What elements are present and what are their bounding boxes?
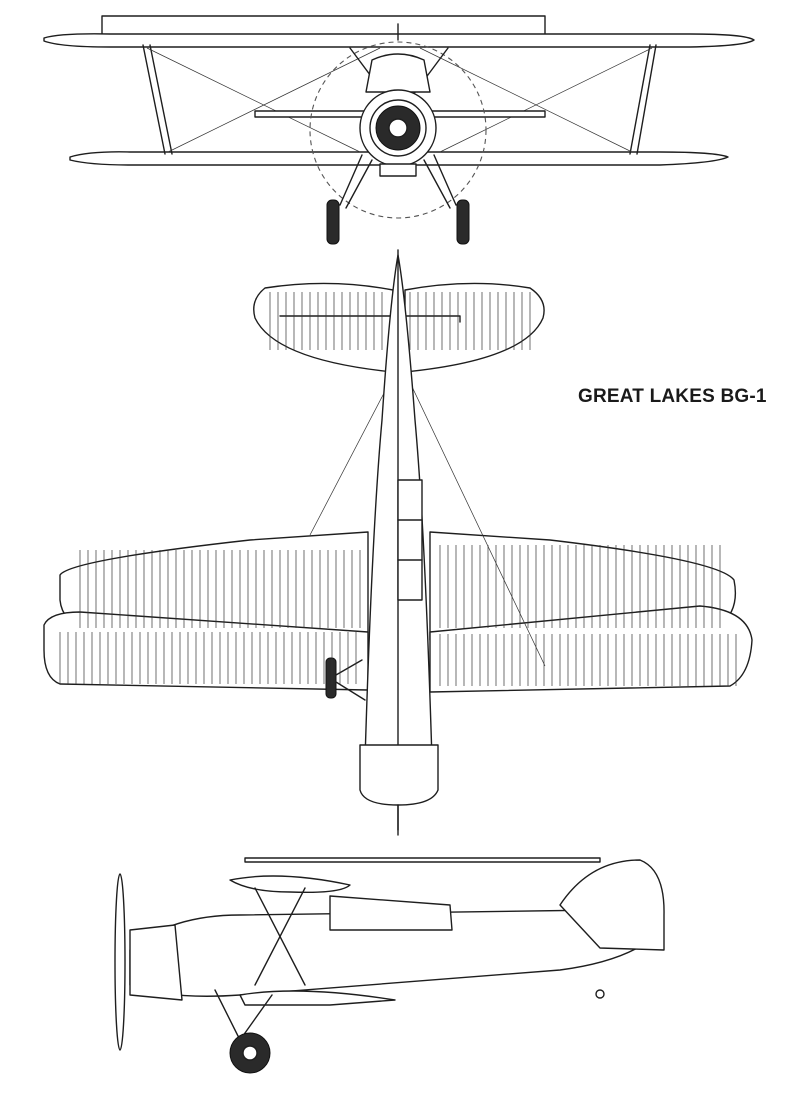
tail-fin-side <box>559 859 665 951</box>
chin-scoop <box>379 163 417 177</box>
right-tailplane <box>404 282 545 373</box>
wheel-top <box>325 657 337 699</box>
right-wheel <box>456 199 470 245</box>
propeller-disc <box>309 41 487 219</box>
left-tailplane <box>253 282 394 373</box>
left-gear-leg <box>339 154 373 209</box>
upper-wing-side <box>229 875 351 894</box>
top-view <box>43 249 753 836</box>
left-wheel <box>326 199 340 245</box>
aircraft-title: GREAT LAKES BG-1 <box>578 386 767 407</box>
lower-wing-right-top <box>429 605 753 693</box>
right-gear-leg <box>423 154 457 209</box>
left-interplane-strut <box>142 44 166 155</box>
flying-wire <box>309 371 396 536</box>
propeller-side <box>114 873 126 1051</box>
cowling-side <box>129 924 183 1001</box>
lower-wing-side <box>239 990 396 1006</box>
side-view <box>114 857 665 1074</box>
front-view <box>43 15 755 245</box>
canopy-side <box>329 895 453 931</box>
engine-cowling-top <box>359 744 439 806</box>
bracing-wire <box>146 47 361 153</box>
cockpit-canopy-top <box>397 479 423 601</box>
windscreen-front <box>365 53 431 93</box>
upper-wing-front <box>43 33 755 48</box>
propeller-hub <box>388 118 408 138</box>
upper-wing-side-edge <box>244 857 601 863</box>
right-interplane-strut <box>629 44 651 155</box>
tailwheel <box>595 989 605 999</box>
